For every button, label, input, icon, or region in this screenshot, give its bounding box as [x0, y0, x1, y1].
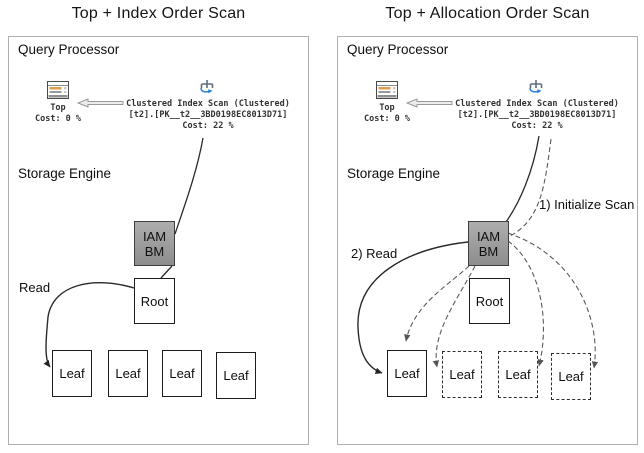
scan-operator-object: [t2].[PK__t2__3BD0198EC8013D71] [128, 110, 288, 120]
clustered-index-scan-icon [527, 77, 545, 100]
allocation-order-scan-panel: Query Processor Storage Engine Top Cost:… [337, 36, 638, 445]
left-diagram-title: Top + Index Order Scan [71, 5, 246, 22]
iam-line2: BM [478, 243, 499, 259]
leaf-node-4-dashed: Leaf [551, 353, 591, 400]
leaf-node-2-dashed: Leaf [442, 351, 482, 398]
storage-engine-label: Storage Engine [347, 166, 441, 181]
scan-operator-name: Clustered Index Scan (Clustered) [126, 99, 290, 109]
plan-flow-arrow-icon [76, 96, 125, 114]
iam-to-leaf3-dashed-arrow [507, 240, 544, 367]
plan-flow-arrow-icon [405, 96, 454, 114]
query-processor-label: Query Processor [347, 42, 449, 57]
top-operator-cost: Cost: 0 % [34, 114, 82, 124]
leaf-node-3-dashed: Leaf [498, 351, 538, 398]
scan-to-iam-line [174, 137, 204, 235]
initialize-scan-annotation: 1) Initialize Scan [539, 197, 635, 212]
iam-to-leaf1-dashed-arrow [404, 265, 470, 342]
scan-operator-object: [t2].[PK__t2__3BD0198EC8013D71] [457, 110, 617, 120]
iam-to-leaf4-dashed-arrow [507, 232, 599, 369]
initialize-scan-dashed-line [509, 138, 552, 237]
leaf-node-3: Leaf [162, 350, 202, 397]
top-operator-cost: Cost: 0 % [363, 114, 411, 124]
top-operator-label: Top [50, 103, 66, 113]
leaf-node-1: Leaf [52, 350, 92, 397]
scan-operator-cost: Cost: 22 % [511, 121, 563, 131]
leaf-node-1: Leaf [387, 350, 427, 397]
clustered-index-scan-icon [198, 77, 216, 100]
iam-node: IAM BM [134, 221, 175, 266]
read-annotation: 2) Read [351, 246, 398, 261]
top-operator-icon [47, 81, 69, 104]
scan-operator-text: Clustered Index Scan (Clustered) [t2].[P… [442, 99, 632, 132]
iam-to-root-line [160, 265, 173, 279]
storage-engine-label: Storage Engine [18, 166, 112, 181]
root-node: Root [134, 278, 175, 324]
top-operator-icon [376, 81, 398, 104]
iam-line1: IAM [142, 228, 167, 244]
iam-line1: IAM [476, 228, 501, 244]
leaf-node-4: Leaf [216, 352, 256, 399]
scan-operator-name: Clustered Index Scan (Clustered) [455, 99, 619, 109]
scan-operator-cost: Cost: 22 % [182, 121, 234, 131]
leaf-node-2: Leaf [108, 350, 148, 397]
root-node: Root [469, 278, 510, 324]
scan-to-iam-line [505, 135, 540, 223]
query-processor-label: Query Processor [18, 42, 120, 57]
scan-operator-text: Clustered Index Scan (Clustered) [t2].[P… [113, 99, 303, 132]
index-order-scan-panel: Query Processor Storage Engine Top Cost:… [8, 36, 309, 445]
top-operator-label: Top [379, 103, 395, 113]
read-annotation: Read [19, 280, 51, 295]
iam-node: IAM BM [468, 221, 509, 266]
iam-line2: BM [144, 243, 165, 259]
right-diagram-title: Top + Allocation Order Scan [385, 5, 590, 22]
